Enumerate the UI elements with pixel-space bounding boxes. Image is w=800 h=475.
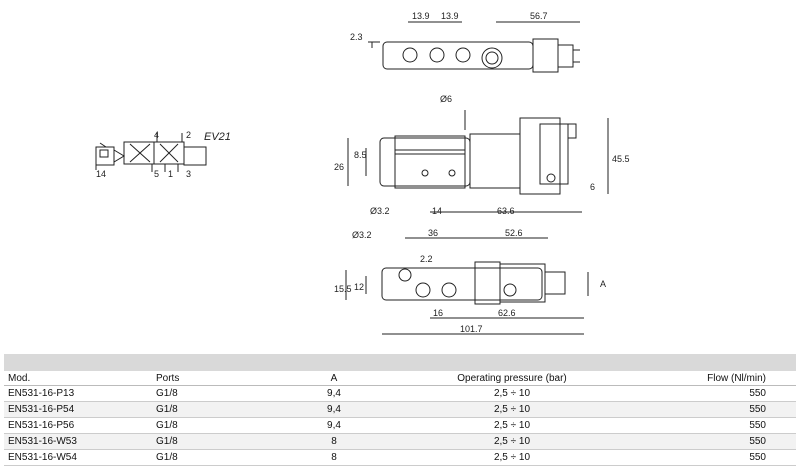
symbol-code: EV21 xyxy=(204,131,231,143)
cell-pressure: 2,5 ÷ 10 xyxy=(388,385,636,402)
table-header-row: Mod. Ports A Operating pressure (bar) Fl… xyxy=(4,371,796,386)
cell-pressure: 2,5 ÷ 10 xyxy=(388,401,636,418)
dim-label: 62.6 xyxy=(498,308,516,318)
dim-label: 2.2 xyxy=(420,254,433,264)
cell-model: EN531-16-W54 xyxy=(4,449,152,466)
cell-a: 8 xyxy=(280,449,388,466)
dim-label: Ø3.2 xyxy=(370,206,390,216)
cell-ports: G1/8 xyxy=(152,401,280,418)
dim-label: 26 xyxy=(334,162,344,172)
cell-ports: G1/8 xyxy=(152,449,280,466)
valve-symbol xyxy=(95,133,207,172)
cell-pressure: 2,5 ÷ 10 xyxy=(388,417,636,434)
header-pressure: Operating pressure (bar) xyxy=(388,371,636,386)
cell-a: 9,4 xyxy=(280,401,388,418)
bottom-view xyxy=(345,237,589,335)
dim-label: 13.9 xyxy=(441,11,459,21)
dim-label: 14 xyxy=(432,206,442,216)
cell-ports: G1/8 xyxy=(152,417,280,434)
cell-model: EN531-16-P13 xyxy=(4,385,152,402)
dim-label: A xyxy=(600,279,606,289)
port-label: 1 xyxy=(168,169,173,179)
port-label: 3 xyxy=(186,169,191,179)
table-row: EN531-16-P54 G1/8 9,4 2,5 ÷ 10 550 xyxy=(4,401,796,418)
cell-model: EN531-16-P54 xyxy=(4,401,152,418)
dim-label: Ø6 xyxy=(440,94,452,104)
dim-label: 12 xyxy=(354,282,364,292)
cell-pressure: 2,5 ÷ 10 xyxy=(388,433,636,450)
model-table-section: Mod. Ports A Operating pressure (bar) Fl… xyxy=(4,354,796,466)
model-table: Mod. Ports A Operating pressure (bar) Fl… xyxy=(4,371,796,466)
table-row: EN531-16-W53 G1/8 8 2,5 ÷ 10 550 xyxy=(4,433,796,450)
table-row: EN531-16-P56 G1/8 9,4 2,5 ÷ 10 550 xyxy=(4,417,796,434)
dim-label: 16 xyxy=(433,308,443,318)
dim-label: 52.6 xyxy=(505,228,523,238)
dim-label: 6 xyxy=(590,182,595,192)
dim-label: 101.7 xyxy=(460,324,483,334)
dim-label: 63.6 xyxy=(497,206,515,216)
cell-flow: 550 xyxy=(636,433,796,450)
dim-label: 8.5 xyxy=(354,150,367,160)
port-label: 14 xyxy=(96,169,106,179)
header-ports: Ports xyxy=(152,371,280,386)
cell-ports: G1/8 xyxy=(152,433,280,450)
dim-label: 15.5 xyxy=(334,284,352,294)
cell-flow: 550 xyxy=(636,401,796,418)
header-model: Mod. xyxy=(4,371,152,386)
dim-label: 2.3 xyxy=(350,32,363,42)
port-label: 2 xyxy=(186,130,191,140)
dim-label: 13.9 xyxy=(412,11,430,21)
table-header-band xyxy=(4,354,796,371)
cell-a: 9,4 xyxy=(280,417,388,434)
header-a: A xyxy=(280,371,388,386)
cell-flow: 550 xyxy=(636,385,796,402)
port-label: 5 xyxy=(154,169,159,179)
cell-flow: 550 xyxy=(636,417,796,434)
table-row: EN531-16-P13 G1/8 9,4 2,5 ÷ 10 550 xyxy=(4,385,796,402)
cell-a: 8 xyxy=(280,433,388,450)
dim-label: 36 xyxy=(428,228,438,238)
front-view xyxy=(347,110,609,213)
dim-label: Ø3.2 xyxy=(352,230,372,240)
table-row: EN531-16-W54 G1/8 8 2,5 ÷ 10 550 xyxy=(4,449,796,466)
cell-model: EN531-16-W53 xyxy=(4,433,152,450)
top-view xyxy=(368,21,580,73)
dim-label: 56.7 xyxy=(530,11,548,21)
cell-flow: 550 xyxy=(636,449,796,466)
cell-a: 9,4 xyxy=(280,385,388,402)
cell-model: EN531-16-P56 xyxy=(4,417,152,434)
technical-drawing: EV21 4 2 14 5 1 3 13.9 13.9 56.7 2.3 Ø6 … xyxy=(95,11,630,335)
dim-label: 45.5 xyxy=(612,154,630,164)
cell-pressure: 2,5 ÷ 10 xyxy=(388,449,636,466)
port-label: 4 xyxy=(154,130,159,140)
cell-ports: G1/8 xyxy=(152,385,280,402)
header-flow: Flow (Nl/min) xyxy=(636,371,796,386)
